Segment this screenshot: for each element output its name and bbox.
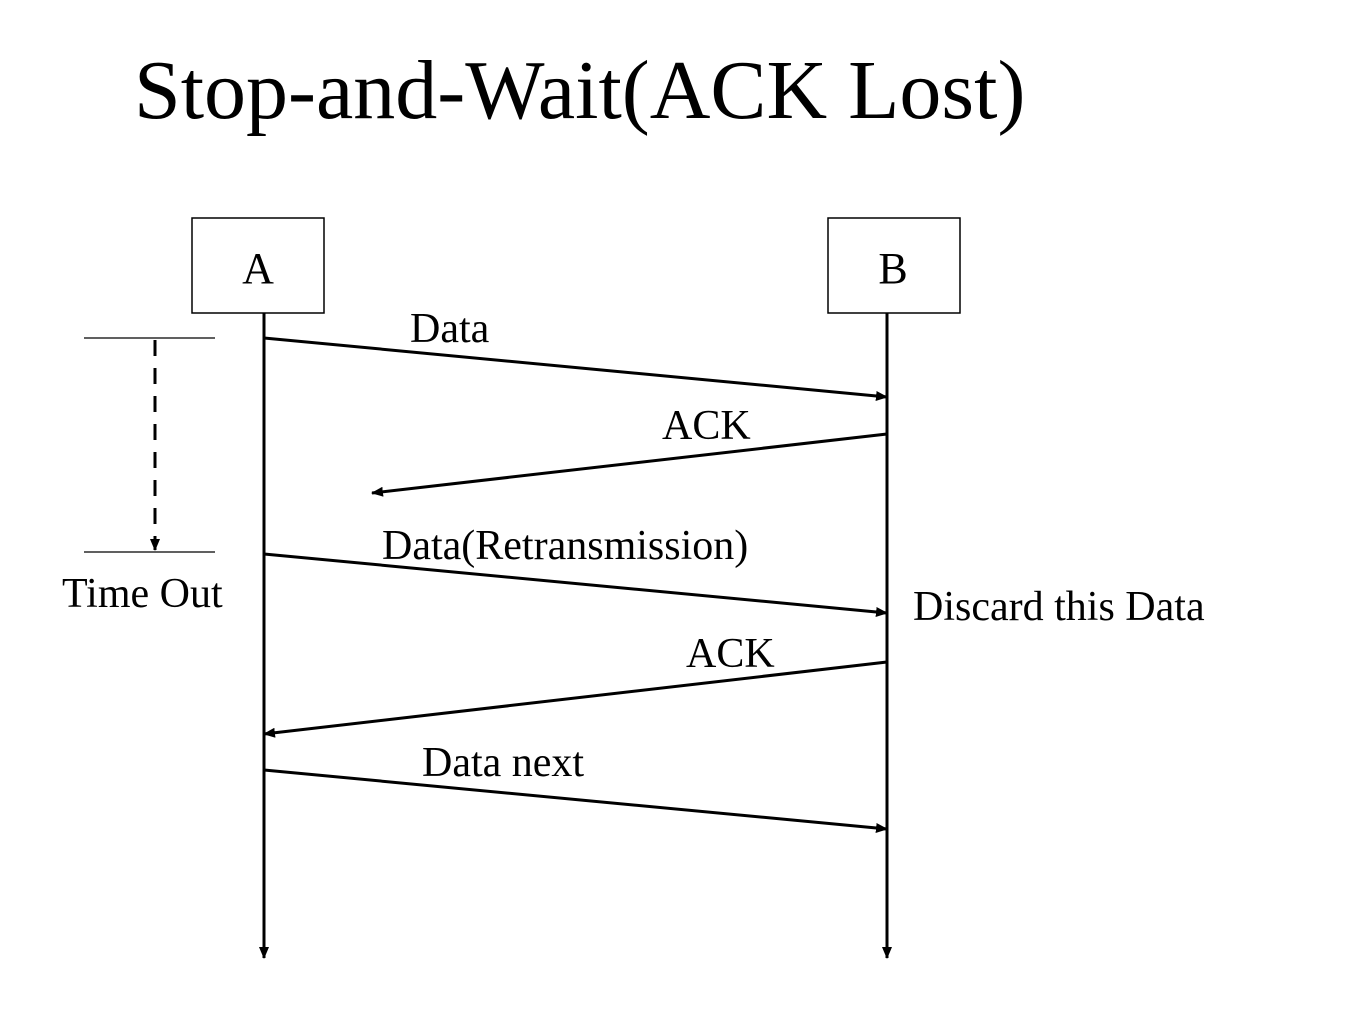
timeout-bracket [84, 337, 215, 553]
note-discard: Discard this Data [913, 584, 1205, 630]
node-b: B [827, 217, 961, 314]
node-a: A [191, 217, 325, 314]
label-data-next: Data next [422, 740, 584, 786]
page-title: Stop-and-Wait(ACK Lost) [134, 44, 1025, 137]
arrow-data-next [263, 768, 888, 833]
label-ack: ACK [686, 631, 775, 677]
arrow-ack [263, 660, 888, 738]
node-a-box [191, 217, 325, 314]
node-b-label: B [878, 244, 907, 293]
arrow-data [263, 336, 888, 401]
node-b-box [827, 217, 961, 314]
label-data-retransmission: Data(Retransmission) [382, 523, 748, 569]
arrow-ack-lost [371, 432, 888, 497]
label-ack-lost: ACK [662, 403, 751, 449]
note-time-out: Time Out [62, 571, 223, 617]
arrow-data-retransmission [263, 552, 888, 617]
label-data: Data [410, 306, 490, 352]
node-a-label: A [242, 244, 274, 293]
